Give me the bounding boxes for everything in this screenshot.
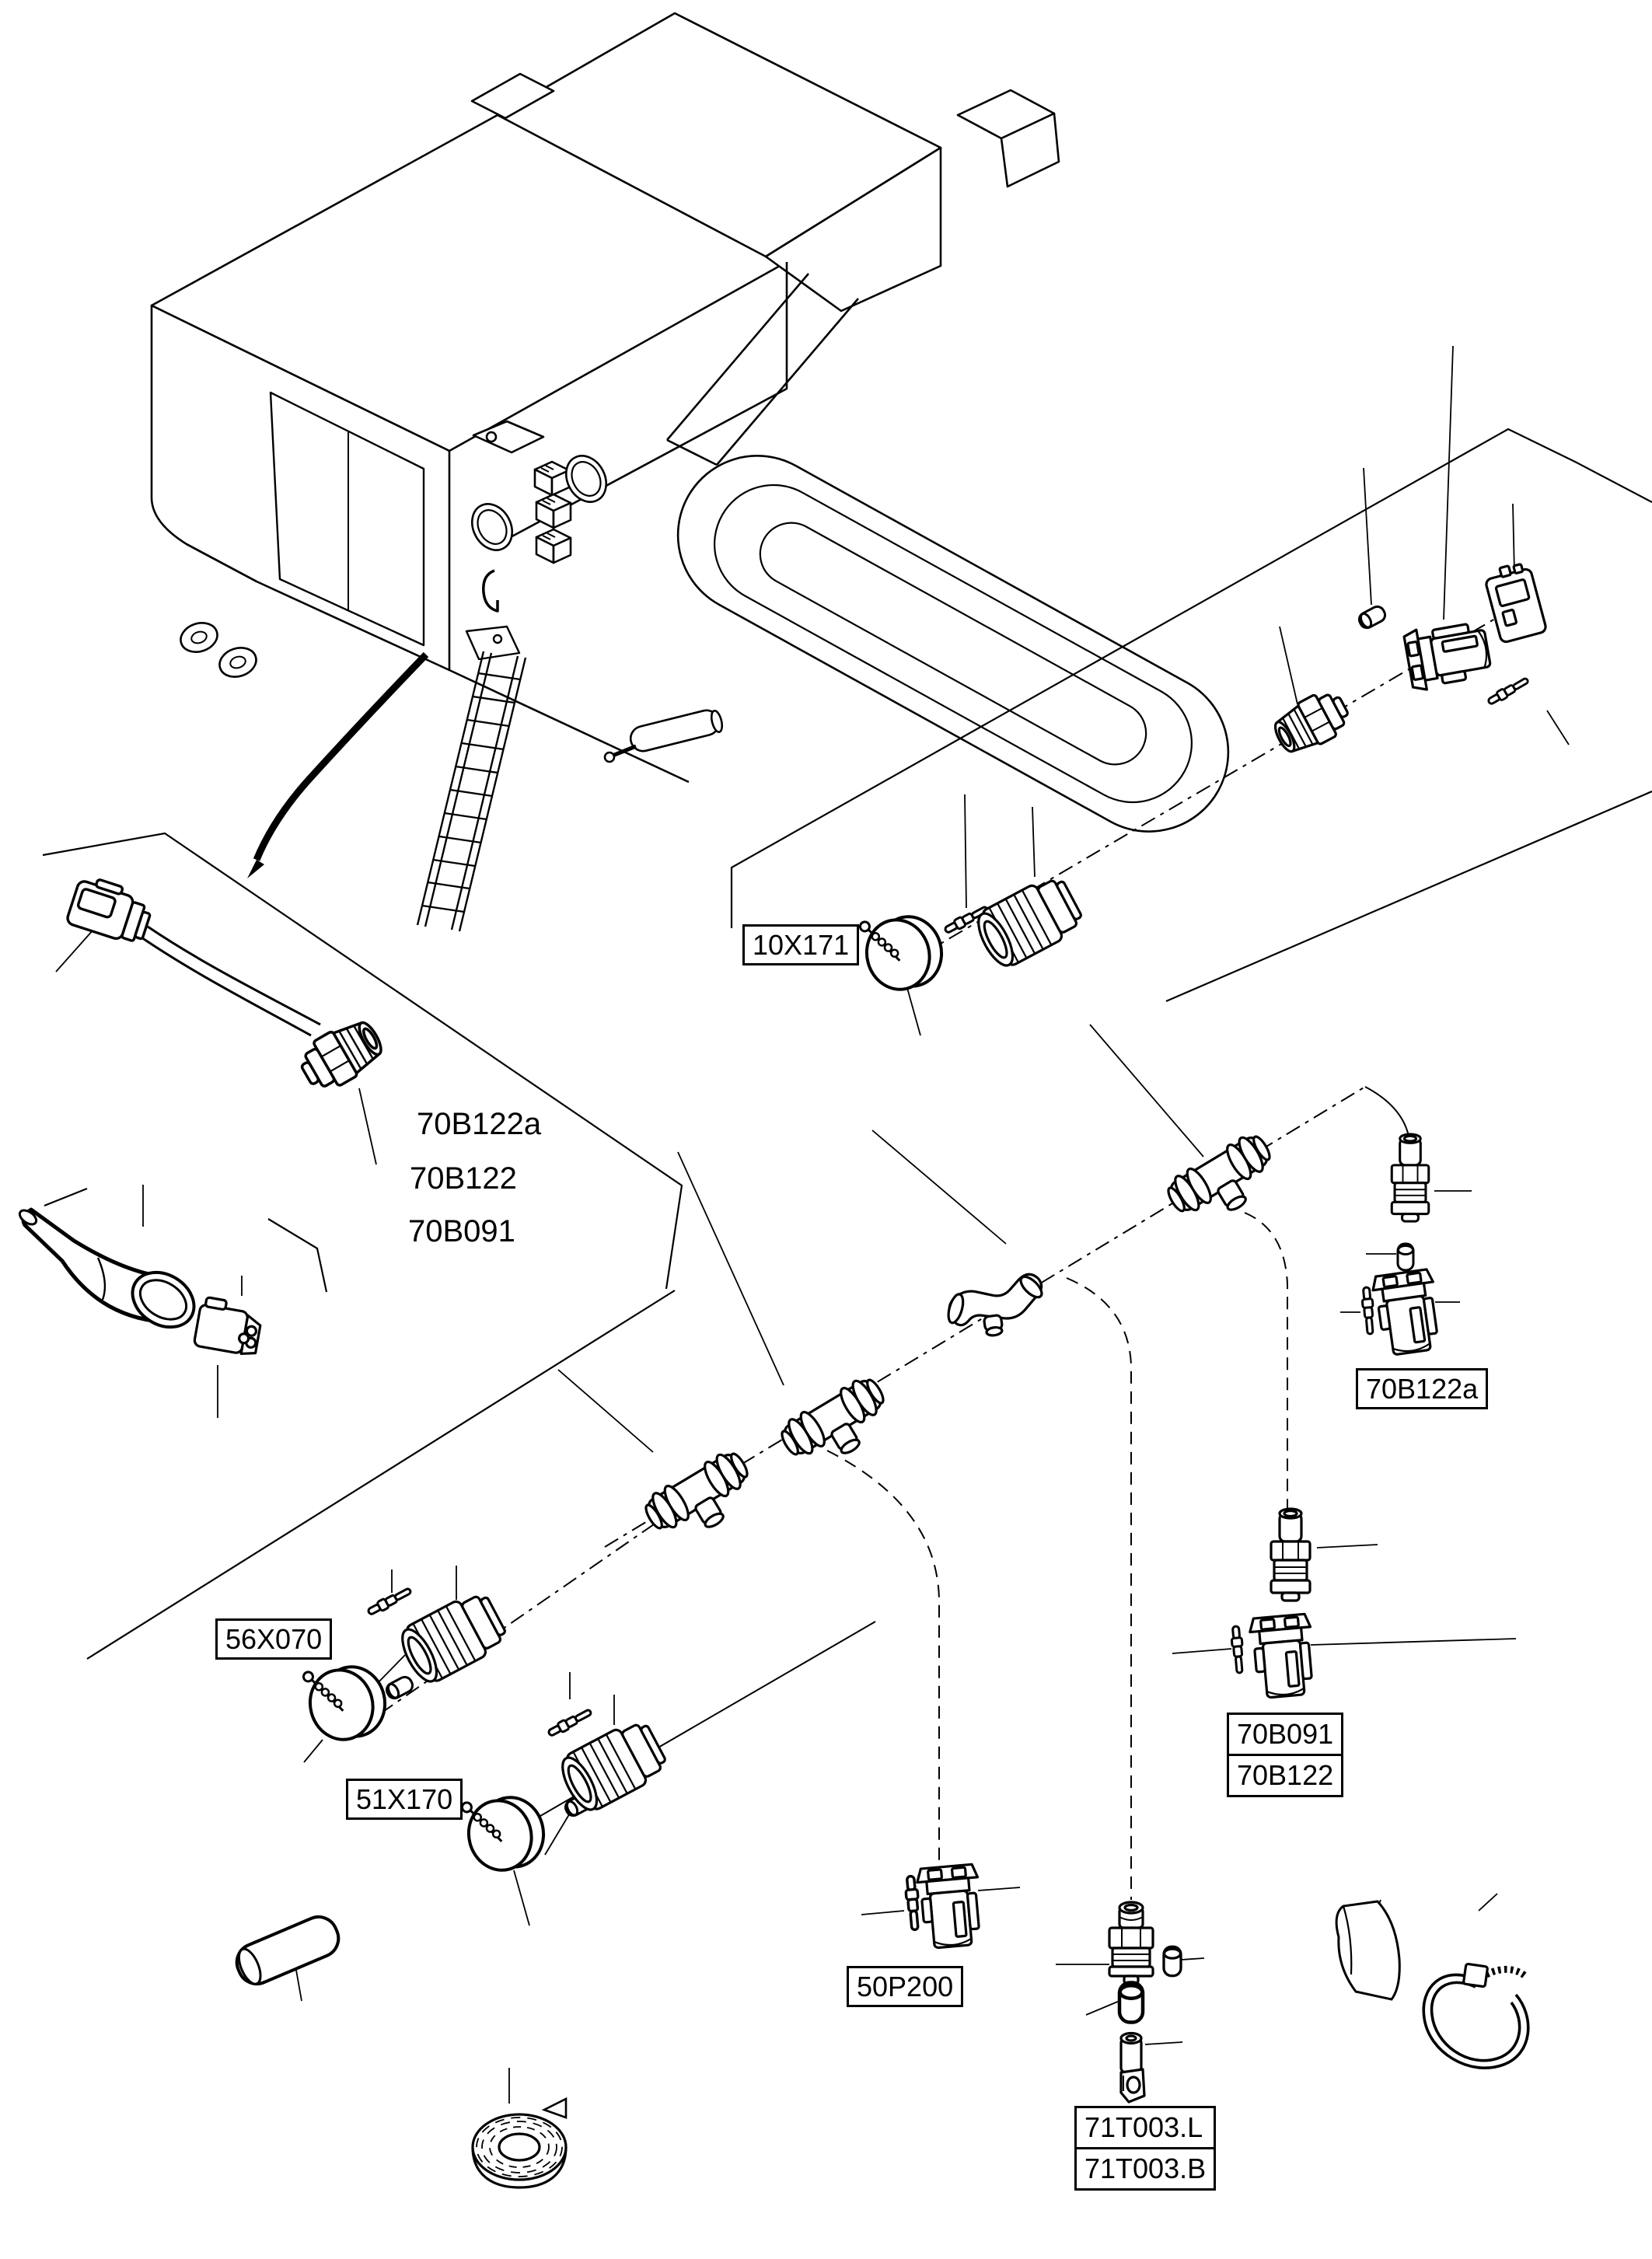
- plane-boundaries: [42, 428, 1652, 1660]
- callout-71t003l: 71T003.L: [1084, 2111, 1203, 2143]
- ribbed-socket: [969, 870, 1088, 974]
- protective-cylinder: [235, 1915, 341, 1986]
- sensor-cap: [458, 1783, 554, 1879]
- porthole-1: [470, 503, 514, 551]
- porthole-2: [564, 455, 608, 503]
- threaded-sensor: [292, 1011, 390, 1099]
- connector-housing: [1247, 1612, 1318, 1700]
- track: [676, 455, 1230, 833]
- callout-10x171: 10X171: [742, 924, 860, 965]
- connector-housing: [914, 1863, 985, 1950]
- callout-56x070: 56X070: [215, 1618, 333, 1660]
- terminal-pin: [1485, 674, 1532, 708]
- cable-tie: [1422, 1962, 1530, 2069]
- ladder-damper: [603, 709, 724, 763]
- callout-71t003: 71T003.L 71T003.B: [1074, 2106, 1217, 2191]
- ridge-step: [470, 72, 555, 120]
- relay-box-1: [533, 460, 571, 497]
- column-70b091: [1229, 1507, 1318, 1700]
- harness-routing-swoosh: [247, 651, 429, 878]
- sleeve-cylinder: [1119, 1983, 1143, 2023]
- sensor-cap: [856, 903, 952, 998]
- label-70b091: 70B091: [408, 1214, 515, 1248]
- ribbed-socket: [393, 1586, 512, 1690]
- vertical-gland: [1390, 1133, 1430, 1223]
- tee-fitting-3: [1161, 1127, 1287, 1237]
- column-71t003: [1108, 1901, 1182, 2104]
- callout-70b122a-boxed: 70B122a: [1356, 1368, 1489, 1409]
- console-lower: [1000, 112, 1060, 188]
- tee-network: [638, 1127, 1287, 1554]
- label-70b122: 70B122: [410, 1161, 517, 1196]
- excavator-drawing: [150, 12, 1230, 932]
- j-hook: [482, 569, 499, 613]
- callout-70b122: 70B122: [1229, 1754, 1342, 1795]
- relay-box-2: [535, 493, 572, 529]
- spacer-sleeve: [1162, 1945, 1182, 1978]
- hinge-bracket: [472, 420, 545, 454]
- spacer-sleeve: [1355, 602, 1389, 632]
- gland-fitting: [1266, 683, 1357, 762]
- label-70b122a: 70B122a: [417, 1107, 542, 1141]
- chain-56x070: [299, 1584, 512, 1748]
- ring-terminal-lug: [1119, 2031, 1146, 2104]
- sensor-cap: [299, 1653, 395, 1748]
- terminal-pin: [1229, 1625, 1246, 1674]
- callout-70b091-70b122: 70B091 70B122: [1227, 1713, 1344, 1798]
- terminal-pin: [365, 1584, 414, 1618]
- three-pin-connector: [192, 1295, 265, 1358]
- connector-housing: [1370, 1267, 1444, 1358]
- callout-50p200: 50P200: [847, 1966, 964, 2007]
- connector-cover: [1481, 559, 1549, 644]
- leader-lines: [55, 345, 1570, 2104]
- callout-70b091: 70B091: [1237, 1718, 1334, 1750]
- cab-window: [269, 391, 425, 647]
- elbow-fitting: [939, 1269, 1052, 1343]
- chain-51x170: [458, 1706, 672, 1879]
- spacer-sleeve: [382, 1673, 417, 1702]
- spacer-sleeve: [1396, 1242, 1415, 1272]
- assembly-axes: [353, 605, 1518, 1900]
- hex-adapter-fitting: [1108, 1901, 1154, 1985]
- callout-71t003b: 71T003.B: [1077, 2147, 1214, 2188]
- harness-cable-assembly: [64, 872, 390, 1099]
- tee-fitting-2: [774, 1370, 901, 1480]
- boarding-ladder: [416, 625, 527, 932]
- relay-box-3: [535, 528, 572, 564]
- callout-51x170: 51X170: [346, 1779, 463, 1820]
- cable-plug-connector: [64, 872, 157, 948]
- vertical-gland: [1270, 1507, 1311, 1602]
- column-70b122a: [1360, 1133, 1444, 1358]
- terminal-pin: [545, 1706, 595, 1740]
- connector-housing: [1402, 616, 1494, 693]
- column-50p200: [903, 1863, 985, 1950]
- terminal-pin: [903, 1874, 923, 1932]
- terminal-pin: [1360, 1286, 1377, 1335]
- tower-side: [764, 146, 942, 312]
- tape-roll: [471, 2097, 568, 2189]
- rubber-boot: [18, 1207, 196, 1329]
- shrink-sheet: [1335, 1900, 1401, 2001]
- idler-wheels: [180, 622, 257, 678]
